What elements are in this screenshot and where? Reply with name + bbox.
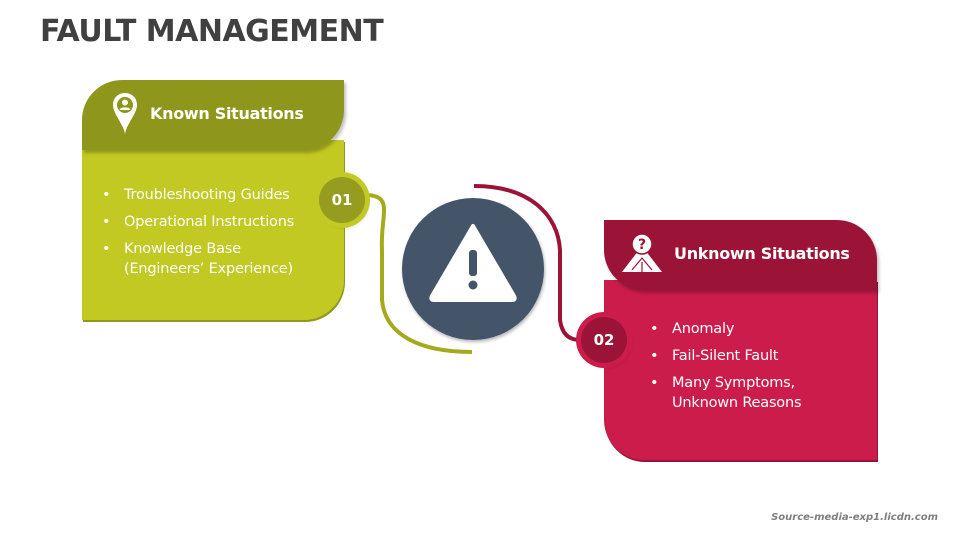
source-credit: Source-media-exp1.licdn.com <box>771 512 938 523</box>
known-situations-title: Known Situations <box>150 104 304 123</box>
known-situations-card <box>82 140 344 320</box>
unknown-situations-card <box>604 280 877 460</box>
svg-text:?: ? <box>638 237 646 253</box>
list-item: •Troubleshooting Guides <box>102 187 290 203</box>
known-situations-list: •Troubleshooting Guides •Operational Ins… <box>100 185 294 286</box>
unknown-situations-title: Unknown Situations <box>674 244 850 263</box>
list-item: •Fail-Silent Fault <box>650 348 779 364</box>
list-item: •Knowledge Base(Engineers’ Experience) <box>102 241 293 277</box>
known-situations-header: Known Situations <box>82 80 344 150</box>
warning-triangle-icon <box>429 224 517 302</box>
step-badge-01: 01 <box>319 177 365 223</box>
step-badge-02: 02 <box>581 317 627 363</box>
location-pin-person-icon <box>112 92 138 140</box>
unknown-situations-list: •Anomaly •Fail-Silent Fault •Many Sympto… <box>648 319 802 420</box>
green-connector <box>364 193 473 354</box>
list-item: •Operational Instructions <box>102 214 295 230</box>
unknown-situations-header: ? Unknown Situations <box>604 220 877 290</box>
red-connector <box>473 184 581 342</box>
list-item: •Many Symptoms,Unknown Reasons <box>650 375 802 411</box>
center-warning-circle <box>402 198 544 340</box>
person-question-icon: ? <box>620 232 664 278</box>
list-item: •Anomaly <box>650 321 735 337</box>
page-title: FAULT MANAGEMENT <box>40 14 384 49</box>
